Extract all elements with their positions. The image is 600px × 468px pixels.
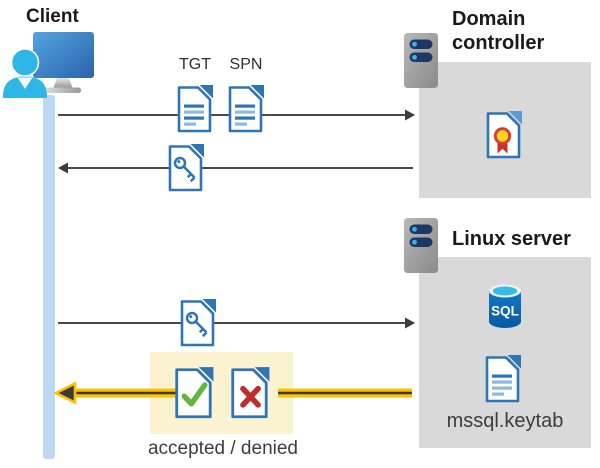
spn-document-icon [228,85,264,133]
key-icon [173,156,196,183]
result-label: accepted / denied [147,438,298,459]
keytab-label: mssql.keytab [446,410,564,432]
service-ticket-request-arrow [58,317,415,329]
linux-server-icon [404,218,438,273]
service-ticket-key-document-icon [180,299,216,347]
key-icon [185,311,208,338]
sql-label: SQL [491,304,519,319]
arrowhead-right-icon [405,317,415,329]
monitor-icon [33,32,94,93]
certificate-document-icon [486,111,522,159]
linux-server-label: Linux server [452,228,571,250]
spn-label: SPN [229,56,263,73]
tgt-label: TGT [179,56,211,73]
arrowhead-right-icon [405,109,415,121]
keytab-document-icon [485,355,521,403]
check-icon [181,382,208,407]
arrowhead-left-icon [53,381,77,405]
arrowhead-left-icon [58,162,68,174]
denied-cross-document-icon [231,367,270,419]
person-icon [3,48,47,98]
tgt-response-arrow [58,162,413,174]
domain-controller-label: Domain controller [452,8,545,54]
domain-controller-server-icon [404,33,438,88]
medal-icon [493,127,512,154]
person-at-monitor-icon [3,32,94,98]
tgt-document-icon [177,85,213,133]
result-response-arrow [53,381,412,405]
client-label: Client [26,6,79,27]
tgt-ticket-key-document-icon [168,144,204,192]
cross-icon [240,385,261,408]
client-lifeline [43,95,55,459]
accepted-check-document-icon [175,367,214,419]
sql-database-icon: SQL [489,284,521,328]
